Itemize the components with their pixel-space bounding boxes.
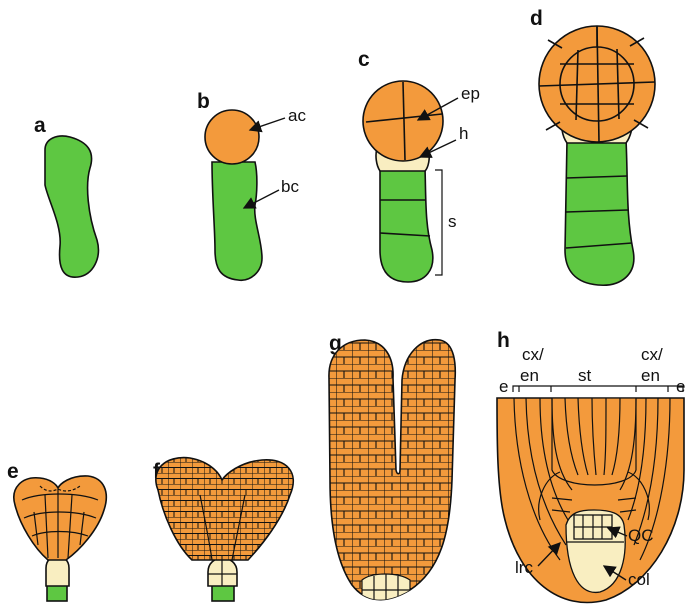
label-s: s xyxy=(448,212,457,231)
label-e-left: e xyxy=(499,377,508,396)
label-ep: ep xyxy=(461,84,480,103)
stele-h xyxy=(552,398,636,485)
panel-letter-h: h xyxy=(497,329,510,352)
label-ac: ac xyxy=(288,106,306,125)
label-st: st xyxy=(578,366,592,385)
panel-letter-a: a xyxy=(34,114,46,137)
label-col: col xyxy=(628,570,650,589)
embryo-a xyxy=(45,136,98,277)
suspensor-c xyxy=(380,168,433,282)
label-en-right: en xyxy=(641,366,660,385)
basal-cell-b xyxy=(212,162,262,280)
apical-cell-b xyxy=(205,110,259,164)
panel-letter-b: b xyxy=(197,90,210,113)
label-bc: bc xyxy=(281,177,299,196)
label-qc: QC xyxy=(628,526,654,545)
embryo-proper-f xyxy=(156,458,293,560)
suspensor-f xyxy=(212,585,234,601)
label-cx-right: cx/ xyxy=(641,345,663,364)
label-lrc: lrc xyxy=(515,558,533,577)
suspensor-d xyxy=(565,140,634,285)
embryo-proper-e xyxy=(14,476,106,560)
panel-letter-c: c xyxy=(358,48,370,71)
label-cx-left: cx/ xyxy=(522,345,544,364)
panel-letter-d: d xyxy=(530,7,543,30)
suspensor-e xyxy=(47,585,67,601)
label-h: h xyxy=(459,124,468,143)
label-en-left: en xyxy=(520,366,539,385)
embryo-proper-g xyxy=(329,340,455,600)
panel-letter-e: e xyxy=(7,460,19,483)
